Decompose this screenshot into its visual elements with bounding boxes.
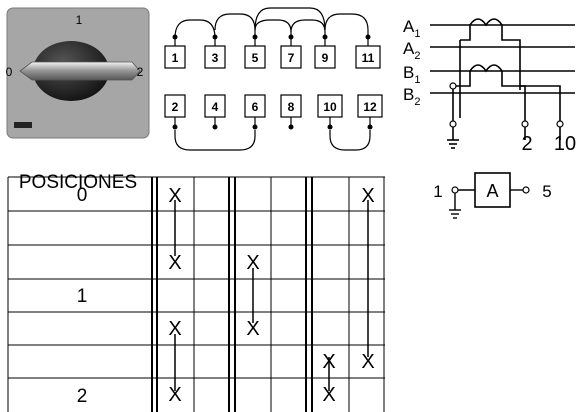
jumper-7-9 (290, 19, 326, 46)
contact-x-mark: X (361, 351, 374, 373)
line-label: A2 (403, 39, 420, 62)
jumper-1-3 (174, 19, 216, 46)
line-label: B2 (403, 85, 420, 108)
contact-x-mark: X (246, 318, 259, 340)
jumper-9-11 (324, 13, 369, 46)
terminal-label: 1 (172, 51, 179, 65)
contact-x-mark: X (168, 252, 181, 274)
terminal-label: 2 (172, 100, 179, 114)
table-col-lines (7, 177, 385, 412)
contact-links (174, 200, 369, 391)
ammeter-terminal-label: 1 (433, 182, 442, 201)
contact-x-mark: X (322, 351, 335, 373)
jumper-2-6 (174, 130, 256, 151)
ammeter-label: A (486, 181, 498, 201)
terminal-label: 5 (252, 51, 259, 65)
position-row-label: 0 (77, 185, 88, 206)
terminal-boxes (164, 45, 383, 118)
contact-x-mark: X (361, 185, 374, 207)
jumper-10-12 (329, 130, 371, 151)
terminal-label: 11 (362, 51, 375, 65)
contact-x-mark: X (168, 318, 181, 340)
terminal-stubs (174, 117, 371, 127)
contact-x-mark: X (168, 185, 181, 207)
switch-handle (19, 61, 141, 81)
position-0-label: 0 (6, 65, 13, 79)
contact-x-mark: X (322, 384, 335, 406)
terminal-label: 3 (212, 51, 219, 65)
table-row-lines (8, 176, 385, 379)
coil-a (460, 18, 521, 90)
output-label: 10 (554, 133, 576, 155)
rotary-switch: 1 0 2 (6, 7, 150, 139)
line-label: A1 (403, 17, 420, 40)
coil-b (455, 64, 526, 140)
terminal-label: 7 (288, 51, 295, 65)
contact-x-mark: X (168, 384, 181, 406)
terminal-label: 9 (322, 51, 329, 65)
contact-x-mark: X (246, 252, 259, 274)
terminal-label: 8 (288, 100, 295, 114)
line-label: B1 (403, 63, 420, 86)
transformer-schematic: A1 A2 B1 B2 2 10 (403, 17, 576, 155)
terminal-label: 4 (212, 100, 219, 114)
terminal-label: 10 (323, 100, 337, 114)
ammeter-terminal-label: 5 (542, 182, 551, 201)
terminal-label: 6 (252, 100, 259, 114)
ammeter-symbol: 1 A 5 (433, 172, 552, 219)
terminal-labels: 1 3 5 7 9 11 2 4 6 8 10 12 (172, 51, 377, 114)
positions-table: 0 1 2 X X X X X X X X X X (7, 176, 385, 412)
ammeter-box (474, 172, 511, 208)
position-1-label: 1 (76, 13, 83, 27)
coil-output (520, 85, 561, 140)
jumper-5-9 (254, 7, 326, 46)
position-row-label: 2 (77, 386, 88, 407)
jumper-3-5 (214, 13, 256, 31)
terminal-label: 12 (363, 100, 377, 114)
jumper-5-7 (254, 19, 292, 46)
output-label: 2 (521, 133, 532, 155)
screw-icon (14, 122, 32, 128)
position-row-label: 1 (77, 286, 88, 307)
terminal-block (174, 7, 371, 151)
position-2-label: 2 (137, 65, 144, 79)
